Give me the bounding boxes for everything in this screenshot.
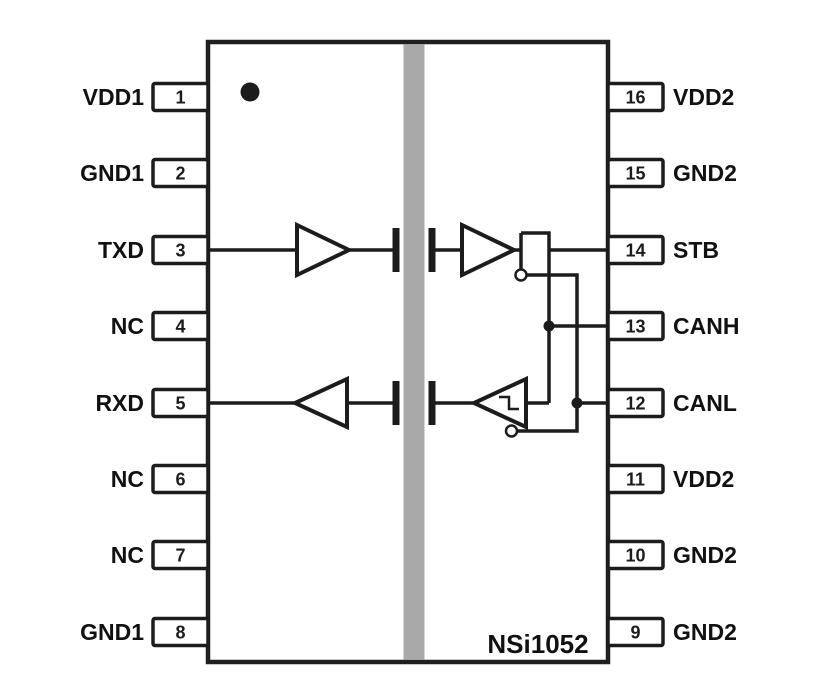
coupling-capacitor-bars xyxy=(392,228,436,425)
pin-left-1: 1 xyxy=(151,81,210,113)
pin-right-15-box xyxy=(606,157,665,189)
pin-left-5-number: 5 xyxy=(175,394,185,414)
tx-buffer-icon xyxy=(295,221,354,279)
pin-left-8: 8 xyxy=(151,616,210,648)
pin-label-nc-7: NC xyxy=(111,542,144,568)
pin-right-10-number: 10 xyxy=(625,546,645,566)
pin-right-11: 11 xyxy=(606,463,665,495)
pin-right-14: 14 xyxy=(606,234,665,266)
pin-right-11-number: 11 xyxy=(626,470,645,490)
pin-left-7-box xyxy=(151,539,210,571)
pin-right-10: 10 xyxy=(606,539,665,571)
pin-right-16: 16 xyxy=(606,81,665,113)
pin-left-6-box xyxy=(151,463,210,495)
canl-junction-dot xyxy=(571,397,583,409)
pin-right-9-box xyxy=(606,616,665,648)
pin1-marker-dot xyxy=(240,82,260,102)
pin-label-nc-4: NC xyxy=(111,313,144,339)
right-pin-labels: VDD2 GND2 STB CANH CANL VDD2 GND2 GND2 xyxy=(673,84,739,645)
pin-label-gnd2-top: GND2 xyxy=(673,160,737,186)
chip-name-label: NSi1052 xyxy=(487,629,588,659)
pin-right-13-number: 13 xyxy=(625,317,645,337)
pin-left-2-number: 2 xyxy=(175,164,185,184)
pin-right-12: 12 xyxy=(606,387,665,419)
pin-left-1-number: 1 xyxy=(175,88,185,108)
pin-label-gnd2-bottom: GND2 xyxy=(673,619,737,645)
isolation-barrier xyxy=(403,44,425,660)
canh-junction-dot xyxy=(543,320,555,332)
pin-right-12-number: 12 xyxy=(625,394,645,414)
schmitt-inverting-bubble-icon xyxy=(504,424,519,438)
pin-right-13: 13 xyxy=(606,310,665,342)
pin-right-9: 9 xyxy=(606,616,665,648)
canl-to-schmitt-wire xyxy=(517,403,579,433)
pin-label-txd: TXD xyxy=(98,237,144,263)
pin-right-11-box xyxy=(606,463,665,495)
pin-label-canh: CANH xyxy=(673,313,739,339)
pin-label-gnd1-bottom: GND1 xyxy=(80,619,144,645)
pin-label-vdd1: VDD1 xyxy=(83,84,145,110)
pin-label-stb: STB xyxy=(673,237,719,263)
driver-to-canl-wire xyxy=(527,273,579,403)
pin-left-3-box xyxy=(151,234,210,266)
left-pins: 1 2 3 4 5 6 7 xyxy=(151,81,210,648)
pin-right-15-number: 15 xyxy=(625,164,645,184)
tx-driver-icon xyxy=(460,221,519,279)
pin-left-4-number: 4 xyxy=(175,317,185,337)
driver-inverting-bubble-icon xyxy=(514,268,528,282)
pin-right-10-box xyxy=(606,539,665,571)
pin-label-vdd2-top: VDD2 xyxy=(673,84,734,110)
pin-right-9-number: 9 xyxy=(630,623,640,643)
pin-left-6: 6 xyxy=(151,463,210,495)
pin-left-4-box xyxy=(151,310,210,342)
pin-right-12-box xyxy=(606,387,665,419)
pin-left-5: 5 xyxy=(151,387,210,419)
pin-label-nc-6: NC xyxy=(111,466,144,492)
pin-label-rxd: RXD xyxy=(95,390,144,416)
pin-left-4: 4 xyxy=(151,310,210,342)
pin-left-6-number: 6 xyxy=(175,470,185,490)
pin-right-14-number: 14 xyxy=(625,241,645,261)
pin-left-3-number: 3 xyxy=(175,241,185,261)
pin-left-7-number: 7 xyxy=(175,546,185,566)
pin-right-16-box xyxy=(606,81,665,113)
pin-label-gnd1-top: GND1 xyxy=(80,160,144,186)
schmitt-hysteresis-glyph xyxy=(499,395,519,411)
left-pin-labels: VDD1 GND1 TXD NC RXD NC NC GND1 xyxy=(80,84,144,645)
pin-left-8-number: 8 xyxy=(175,623,185,643)
pin-left-5-box xyxy=(151,387,210,419)
rx-schmitt-icon xyxy=(469,375,528,431)
right-pins: 16 15 14 13 12 11 xyxy=(606,81,665,648)
pin-left-3: 3 xyxy=(151,234,210,266)
driver-to-canh-wire xyxy=(521,231,551,403)
pin-left-8-box xyxy=(151,616,210,648)
pin-label-canl: CANL xyxy=(673,390,737,416)
pin-right-15: 15 xyxy=(606,157,665,189)
pin-left-1-box xyxy=(151,81,210,113)
pin-label-vdd2-mid: VDD2 xyxy=(673,466,734,492)
pin-right-14-box xyxy=(606,234,665,266)
pin-left-7: 7 xyxy=(151,539,210,571)
pin-left-2-box xyxy=(151,157,210,189)
rx-buffer-icon xyxy=(290,375,349,431)
pin-right-16-number: 16 xyxy=(625,88,645,108)
pin-label-gnd2-mid: GND2 xyxy=(673,542,737,568)
pin-right-13-box xyxy=(606,310,665,342)
pin-left-2: 2 xyxy=(151,157,210,189)
